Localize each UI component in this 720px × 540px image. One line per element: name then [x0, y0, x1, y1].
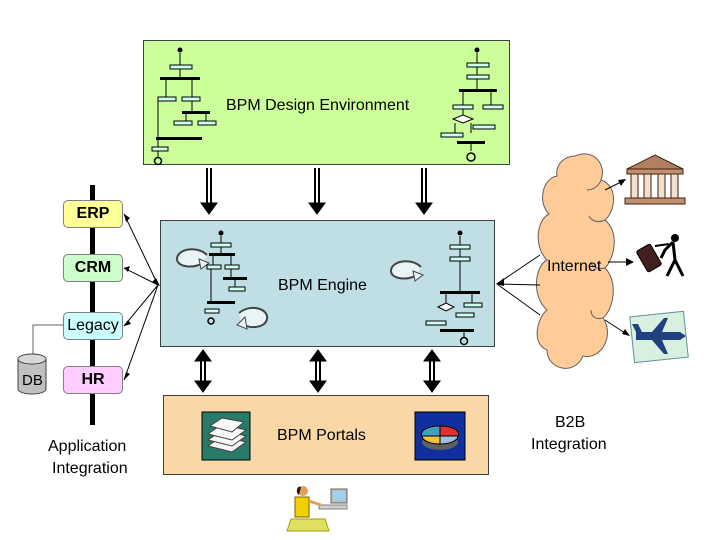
workflow-diagram-icon	[425, 230, 483, 346]
cycle-arrow-icon	[175, 248, 211, 270]
crm-box: CRM	[63, 254, 123, 282]
application-caption-line2: Integration	[52, 460, 128, 477]
b2b-caption-line2: Integration	[531, 436, 607, 453]
engine-box: BPM Engine	[160, 220, 495, 347]
paper-stack-icon	[201, 411, 251, 461]
bank-building-icon	[624, 154, 686, 205]
cycle-arrow-icon	[236, 306, 269, 330]
design-environment-box: BPM Design Environment	[143, 40, 510, 166]
application-caption-line1: Application	[48, 438, 127, 455]
engine-label: BPM Engine	[278, 277, 367, 294]
db-label: DB	[22, 372, 43, 389]
portals-box: BPM Portals	[163, 395, 489, 475]
workflow-diagram-icon	[204, 230, 247, 325]
hr-box: HR	[63, 366, 123, 394]
airplane-icon	[629, 310, 689, 364]
traveler-icon	[636, 234, 685, 277]
person-at-computer-icon	[286, 486, 348, 532]
database-icon	[17, 353, 47, 395]
workflow-diagram-icon	[440, 47, 504, 162]
cycle-arrow-icon	[389, 260, 425, 282]
erp-box: ERP	[63, 200, 123, 228]
b2b-caption-line1: B2B	[555, 414, 586, 431]
pie-chart-icon	[414, 411, 466, 461]
workflow-diagram-icon	[151, 47, 217, 166]
design-environment-label: BPM Design Environment	[226, 97, 410, 114]
legacy-box: Legacy	[63, 312, 123, 340]
portals-label: BPM Portals	[277, 427, 366, 444]
internet-cloud	[535, 153, 615, 369]
internet-label: Internet	[547, 258, 602, 275]
application-bus	[90, 185, 95, 425]
